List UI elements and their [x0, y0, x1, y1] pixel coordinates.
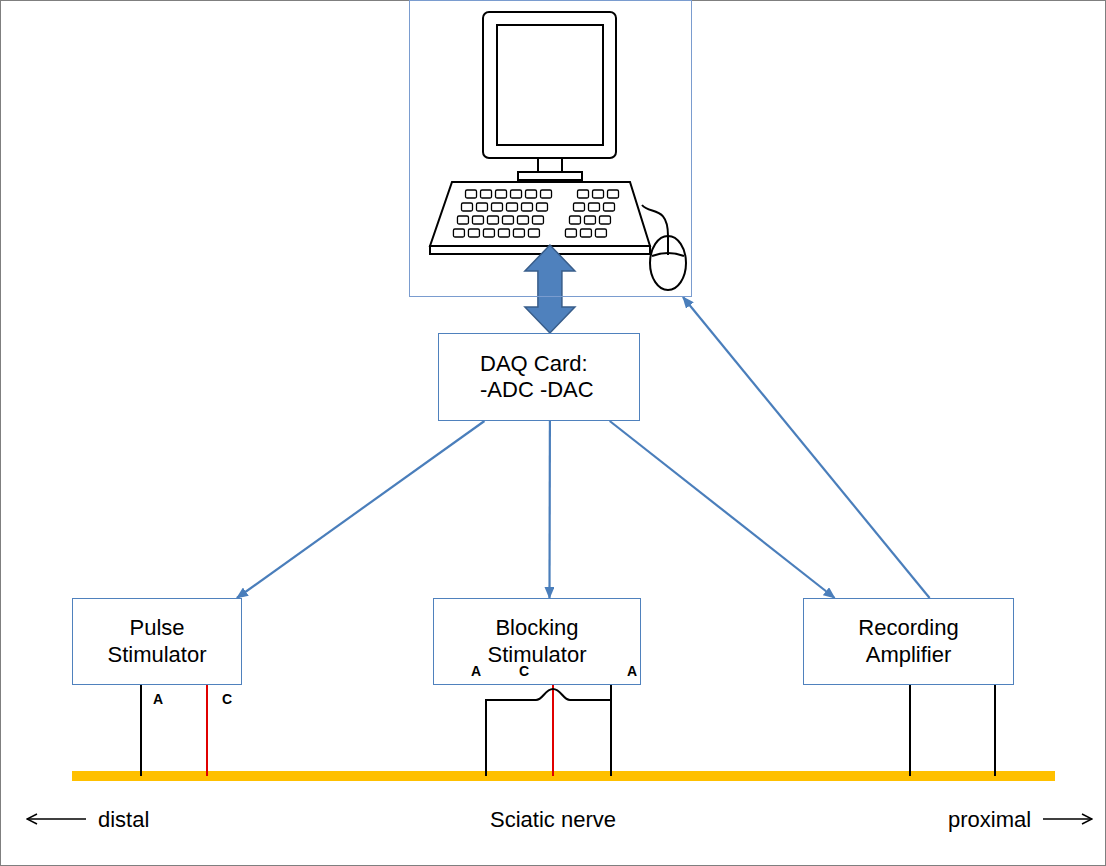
- direction-label: distal: [98, 809, 149, 831]
- recording-wire: [909, 685, 911, 776]
- signal-arrow: [683, 297, 930, 598]
- direction-arrow: [1043, 818, 1092, 820]
- box-label: Recording Amplifier: [834, 615, 984, 668]
- electrode-label: C: [519, 664, 529, 678]
- computer-box: [409, 0, 692, 297]
- stimulator-box: Blocking Stimulator: [433, 598, 641, 685]
- computer-illustration: [430, 12, 686, 290]
- cathode-wire: [552, 685, 554, 776]
- anode-wire: [486, 685, 611, 776]
- box-label: DAQ Card: -ADC -DAC: [480, 351, 598, 404]
- sciatic-nerve: [72, 771, 1055, 781]
- signal-arrow: [548, 421, 551, 598]
- direction-label: proximal: [948, 809, 1031, 831]
- anode-wire: [140, 685, 142, 776]
- direction-arrow: [27, 818, 86, 820]
- electrode-label: A: [153, 692, 163, 706]
- bus-arrow: [525, 245, 575, 333]
- electrode-label: A: [627, 664, 637, 678]
- signal-arrow: [237, 421, 485, 598]
- box-label: Blocking Stimulator: [462, 615, 612, 668]
- box-label: Pulse Stimulator: [82, 615, 232, 668]
- amplifier-box: Recording Amplifier: [803, 598, 1014, 685]
- stimulator-box: Pulse Stimulator: [72, 598, 242, 685]
- signal-arrow: [610, 421, 835, 598]
- cathode-wire: [206, 685, 208, 776]
- nerve-label: Sciatic nerve: [490, 809, 616, 831]
- electrode-label: C: [222, 692, 232, 706]
- daq-card-box: DAQ Card: -ADC -DAC: [438, 333, 640, 421]
- electrode-label: A: [471, 664, 481, 678]
- recording-wire: [994, 685, 996, 776]
